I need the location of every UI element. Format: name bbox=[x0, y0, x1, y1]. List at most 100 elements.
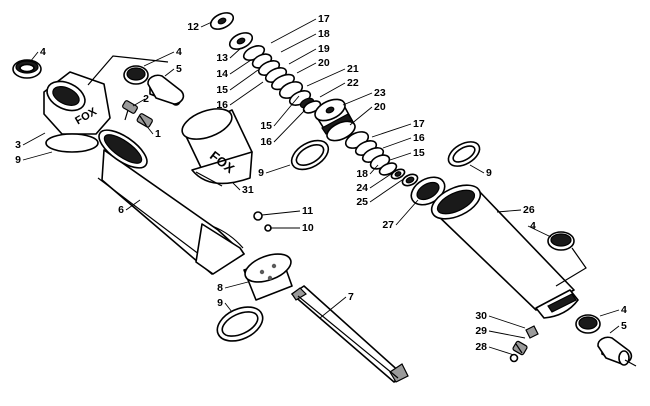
leader-l-27 bbox=[395, 199, 419, 226]
callout-c-5b: 5 bbox=[621, 320, 627, 332]
leader-l-2 bbox=[132, 98, 146, 107]
washer-13 bbox=[228, 32, 254, 50]
leader-l-11 bbox=[261, 210, 301, 216]
callout-c-21: 21 bbox=[347, 63, 359, 75]
cap-29 bbox=[512, 340, 528, 356]
callout-c-12a: 12 bbox=[187, 21, 199, 33]
seal-bushing-4-right-upper bbox=[547, 231, 575, 251]
callout-c-14: 14 bbox=[216, 68, 228, 80]
leader-l-29 bbox=[488, 330, 526, 339]
leader-l-1 bbox=[144, 123, 154, 135]
callout-c-22: 22 bbox=[347, 77, 359, 89]
callout-c-5a: 5 bbox=[176, 63, 182, 75]
leader-l-23 bbox=[342, 92, 373, 106]
callout-c-29: 29 bbox=[475, 325, 487, 337]
callout-c-28: 28 bbox=[475, 341, 487, 353]
reservoir-cap-31: FOX bbox=[181, 108, 253, 187]
callout-c-4a: 4 bbox=[40, 46, 46, 58]
leader-l-12 bbox=[200, 21, 213, 28]
callout-c-7: 7 bbox=[348, 291, 354, 303]
leader-l-18a bbox=[280, 33, 317, 53]
callout-c-1: 1 bbox=[155, 128, 161, 140]
leader-l-15c bbox=[389, 152, 412, 161]
piston-23 bbox=[314, 98, 356, 142]
leader-l-9a bbox=[469, 164, 485, 174]
shim-stack-upper bbox=[242, 45, 322, 114]
leader-l-25 bbox=[369, 177, 406, 203]
leader-l-13 bbox=[229, 47, 242, 59]
leader-l-4a bbox=[29, 51, 39, 63]
callout-c-4d: 4 bbox=[621, 304, 627, 316]
callout-c-9a: 9 bbox=[486, 167, 492, 179]
nitrogen-fill-tip bbox=[124, 109, 129, 121]
seal-ring-9-center bbox=[290, 139, 330, 171]
leader-l-17a bbox=[270, 18, 317, 44]
body-tube-6 bbox=[97, 129, 245, 275]
sleeve-5-right bbox=[597, 336, 633, 366]
leader-l-7 bbox=[319, 296, 347, 319]
fitting-1 bbox=[136, 113, 153, 128]
valve-core-30 bbox=[525, 325, 539, 339]
shaft-7 bbox=[291, 285, 409, 383]
callout-c-24: 24 bbox=[356, 182, 368, 194]
leader-l-3 bbox=[22, 132, 46, 146]
axis-line-right bbox=[624, 359, 637, 367]
leader-l-19 bbox=[288, 48, 317, 65]
bracket-line-left bbox=[87, 55, 169, 86]
callout-c-17a: 17 bbox=[318, 13, 330, 25]
leader-l-28 bbox=[488, 346, 515, 356]
callout-c-9b: 9 bbox=[258, 167, 264, 179]
callout-c-16a: 16 bbox=[216, 99, 228, 111]
leader-l-16b bbox=[273, 109, 306, 143]
seal-bushing-4-left bbox=[12, 59, 42, 79]
leader-l-21 bbox=[306, 68, 346, 87]
leader-l-4c bbox=[527, 225, 552, 238]
callout-c-19: 19 bbox=[318, 43, 330, 55]
callout-c-20a: 20 bbox=[318, 57, 330, 69]
washer-24 bbox=[390, 168, 406, 180]
callout-c-6: 6 bbox=[118, 204, 124, 216]
callout-c-16b: 16 bbox=[260, 136, 272, 148]
valve-2 bbox=[122, 100, 138, 114]
callout-c-18b: 18 bbox=[356, 168, 368, 180]
ball-28 bbox=[509, 353, 519, 363]
callout-c-18a: 18 bbox=[318, 28, 330, 40]
callout-c-9c: 9 bbox=[15, 154, 21, 166]
callout-c-26: 26 bbox=[523, 204, 535, 216]
callout-c-3: 3 bbox=[15, 139, 21, 151]
leader-l-17b bbox=[371, 123, 412, 138]
callout-c-20b: 20 bbox=[374, 101, 386, 113]
nut-25 bbox=[401, 173, 419, 187]
callout-c-15c: 15 bbox=[413, 147, 425, 159]
seal-bushing-4-right-lower bbox=[575, 314, 601, 334]
leader-l-14 bbox=[229, 59, 252, 75]
leader-l-16c bbox=[382, 137, 412, 149]
leader-l-18b bbox=[369, 164, 379, 175]
leader-l-31 bbox=[232, 182, 241, 191]
sleeve-5-left bbox=[147, 74, 185, 106]
seal-ring-9-right bbox=[447, 141, 481, 167]
ball-11 bbox=[253, 211, 263, 221]
bearing-cap-8 bbox=[243, 253, 293, 301]
callout-c-9d: 9 bbox=[217, 297, 223, 309]
leader-l-5b bbox=[609, 325, 620, 334]
callout-c-2: 2 bbox=[143, 93, 149, 105]
leader-lines bbox=[22, 18, 620, 356]
reservoir-body-26 bbox=[430, 184, 579, 319]
callout-c-15b: 15 bbox=[260, 120, 272, 132]
callout-c-8: 8 bbox=[217, 282, 223, 294]
callout-c-4c: 4 bbox=[530, 220, 536, 232]
leader-l-6 bbox=[125, 199, 141, 211]
callout-c-17b: 17 bbox=[413, 118, 425, 130]
callout-c-31: 31 bbox=[242, 184, 254, 196]
callout-c-27: 27 bbox=[382, 219, 394, 231]
leader-l-15b bbox=[273, 95, 300, 127]
leader-l-24 bbox=[369, 171, 395, 189]
leader-l-4b bbox=[143, 51, 175, 67]
leader-l-9c bbox=[22, 151, 53, 161]
washer-12 bbox=[209, 12, 235, 30]
leader-l-20a bbox=[296, 62, 317, 74]
leader-l-4d bbox=[599, 309, 620, 317]
